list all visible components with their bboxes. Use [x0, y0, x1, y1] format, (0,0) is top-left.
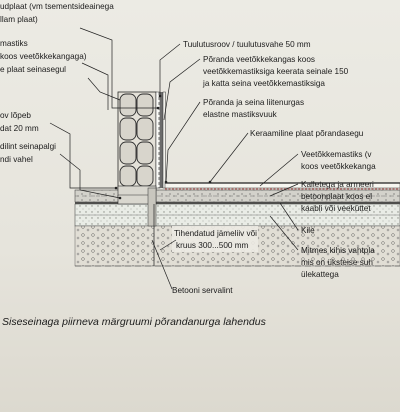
label-left-6: dat 20 mm [0, 124, 39, 133]
label-insulation-1: Mitmes kihis vahtpla [301, 246, 375, 255]
label-slab-1: Kalletega ja armeeri [301, 180, 374, 189]
label-gravel-2: kruus 300...500 mm [176, 241, 249, 250]
label-left-8: ndi vahel [0, 155, 33, 164]
figure-caption: Siseseinaga piirneva märgruumi põrandanu… [2, 316, 267, 328]
label-insulation-2: mis on üksteise suh [301, 258, 373, 267]
wall-layers [155, 91, 166, 189]
label-gravel-1: Tihendatud jämeliiv või [174, 229, 257, 238]
left-labels: udplaat (vm tsementsideainega llam plaat… [0, 2, 114, 164]
label-left-0: udplaat (vm tsementsideainega [0, 2, 114, 11]
wall-footing [117, 185, 157, 266]
label-corner-joint-1: Põranda ja seina liitenurgas [203, 98, 304, 107]
label-left-2: mastiks [0, 39, 28, 48]
label-mastic-1: Veetõkkemastiks (v [301, 150, 372, 159]
right-leaders [158, 43, 299, 251]
label-corner-joint-2: elastne mastiksvuuk [203, 110, 278, 119]
label-floor-membrane-3: ja katta seina veetõkkemastiksiga [202, 79, 325, 88]
label-mastic-2: koos veetõkkekanga [301, 162, 376, 171]
label-slab-3: kaabli või veeküttet [301, 204, 371, 213]
label-ventilation: Tuulutusroov / tuulutusvahe 50 mm [183, 40, 311, 49]
label-insulation-3: ülekattega [301, 270, 339, 279]
label-left-5: ov lõpeb [0, 111, 31, 120]
wall-section [117, 91, 157, 191]
label-left-3: koos veetõkkekangaga) [0, 52, 87, 61]
left-leaders [49, 27, 160, 200]
label-floor-membrane-1: Põranda veetõkkekangas koos [203, 55, 315, 64]
right-labels: Tuulutusroov / tuulutusvahe 50 mm Põrand… [183, 40, 376, 279]
label-left-1: llam plaat) [0, 15, 38, 24]
label-floor-membrane-2: veetõkkemastiksiga keerata seinale 150 [203, 67, 349, 76]
label-edge-tape: Betooni servalint [172, 286, 233, 295]
label-left-7: dilint seinapalgi [0, 142, 56, 151]
label-slab-2: betoonplaat koos el [301, 192, 372, 201]
bottom-labels: Tihendatud jämeliiv või kruus 300...500 … [151, 226, 258, 295]
label-ceramic-tile: Keraamiline plaat põrandasegu [250, 129, 364, 138]
label-left-4: e plaat seinasegul [0, 65, 66, 74]
label-film: Kile [301, 226, 315, 235]
